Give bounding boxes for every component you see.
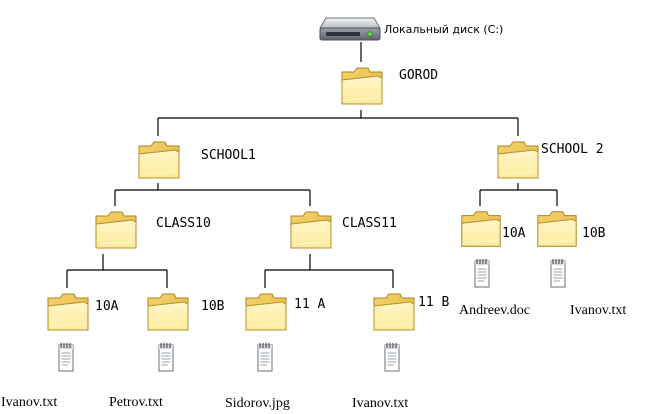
folder-class11[interactable]: [287, 206, 335, 254]
folder-school2[interactable]: [494, 136, 542, 184]
folder-school2-10b[interactable]: [534, 206, 580, 252]
file-document-icon[interactable]: [255, 340, 275, 374]
file-document-icon[interactable]: [156, 340, 176, 374]
folder-label-class10-10b: 10B: [201, 299, 225, 314]
folder-label-class11: CLASS11: [342, 216, 397, 231]
folder-label-class11-11a: 11 A: [294, 297, 326, 312]
drive-label: Локальный диск (C:): [384, 23, 504, 36]
folder-school2-10a[interactable]: [458, 206, 504, 252]
file-label-ivanov-school2: Ivanov.txt: [570, 303, 627, 318]
file-label-ivanov-11b: Ivanov.txt: [352, 396, 409, 411]
folder-label-school2: SCHOOL 2: [541, 142, 604, 157]
file-label-sidorov: Sidorov.jpg: [225, 396, 290, 411]
folder-class10-10a[interactable]: [44, 288, 92, 336]
file-document-icon[interactable]: [548, 256, 568, 290]
hard-drive-icon[interactable]: [318, 12, 382, 46]
file-document-icon[interactable]: [56, 340, 76, 374]
folder-school1[interactable]: [135, 136, 183, 184]
folder-gorod[interactable]: [338, 62, 386, 110]
folder-label-class10-10a: 10A: [95, 299, 119, 314]
folder-label-school1: SCHOOL1: [201, 148, 256, 163]
file-label-andreev: Andreev.doc: [459, 303, 531, 318]
folder-class11-11a[interactable]: [242, 288, 290, 336]
folder-class10-10b[interactable]: [144, 288, 192, 336]
file-label-ivanov-10a: Ivanov.txt: [1, 395, 58, 410]
folder-class10[interactable]: [92, 206, 140, 254]
folder-label-class11-11b: 11 B: [418, 295, 450, 310]
file-document-icon[interactable]: [472, 256, 492, 290]
file-document-icon[interactable]: [382, 340, 402, 374]
folder-label-gorod: GOROD: [399, 68, 439, 83]
folder-label-school2-10a: 10A: [502, 226, 526, 241]
folder-label-class10: CLASS10: [156, 216, 211, 231]
file-label-petrov: Petrov.txt: [109, 395, 163, 410]
folder-label-school2-10b: 10B: [582, 226, 606, 241]
folder-class11-11b[interactable]: [370, 288, 418, 336]
